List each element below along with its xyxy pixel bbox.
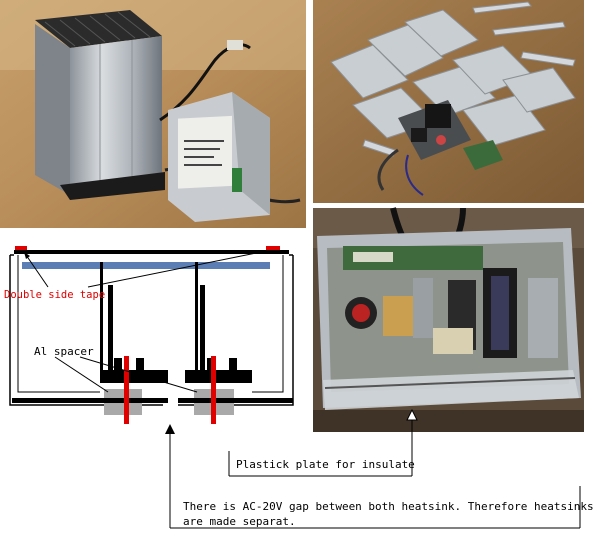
heatsink-cross-section-diagram xyxy=(0,232,310,432)
note-line-2: are made separat. xyxy=(183,515,296,528)
al-spacer-label: Al spacer xyxy=(34,345,94,358)
photo-inside-view xyxy=(313,207,584,432)
note-line-1: There is AC-20V gap between both heatsin… xyxy=(183,500,594,513)
photo-psu-assembled xyxy=(0,0,306,228)
photo-parts-layout xyxy=(313,0,584,203)
plastic-plate-label: Plastick plate for insulate xyxy=(236,458,415,471)
heatsink-gap-note: There is AC-20V gap between both heatsin… xyxy=(183,499,594,529)
double-side-tape-label: Double side tape xyxy=(4,289,106,301)
